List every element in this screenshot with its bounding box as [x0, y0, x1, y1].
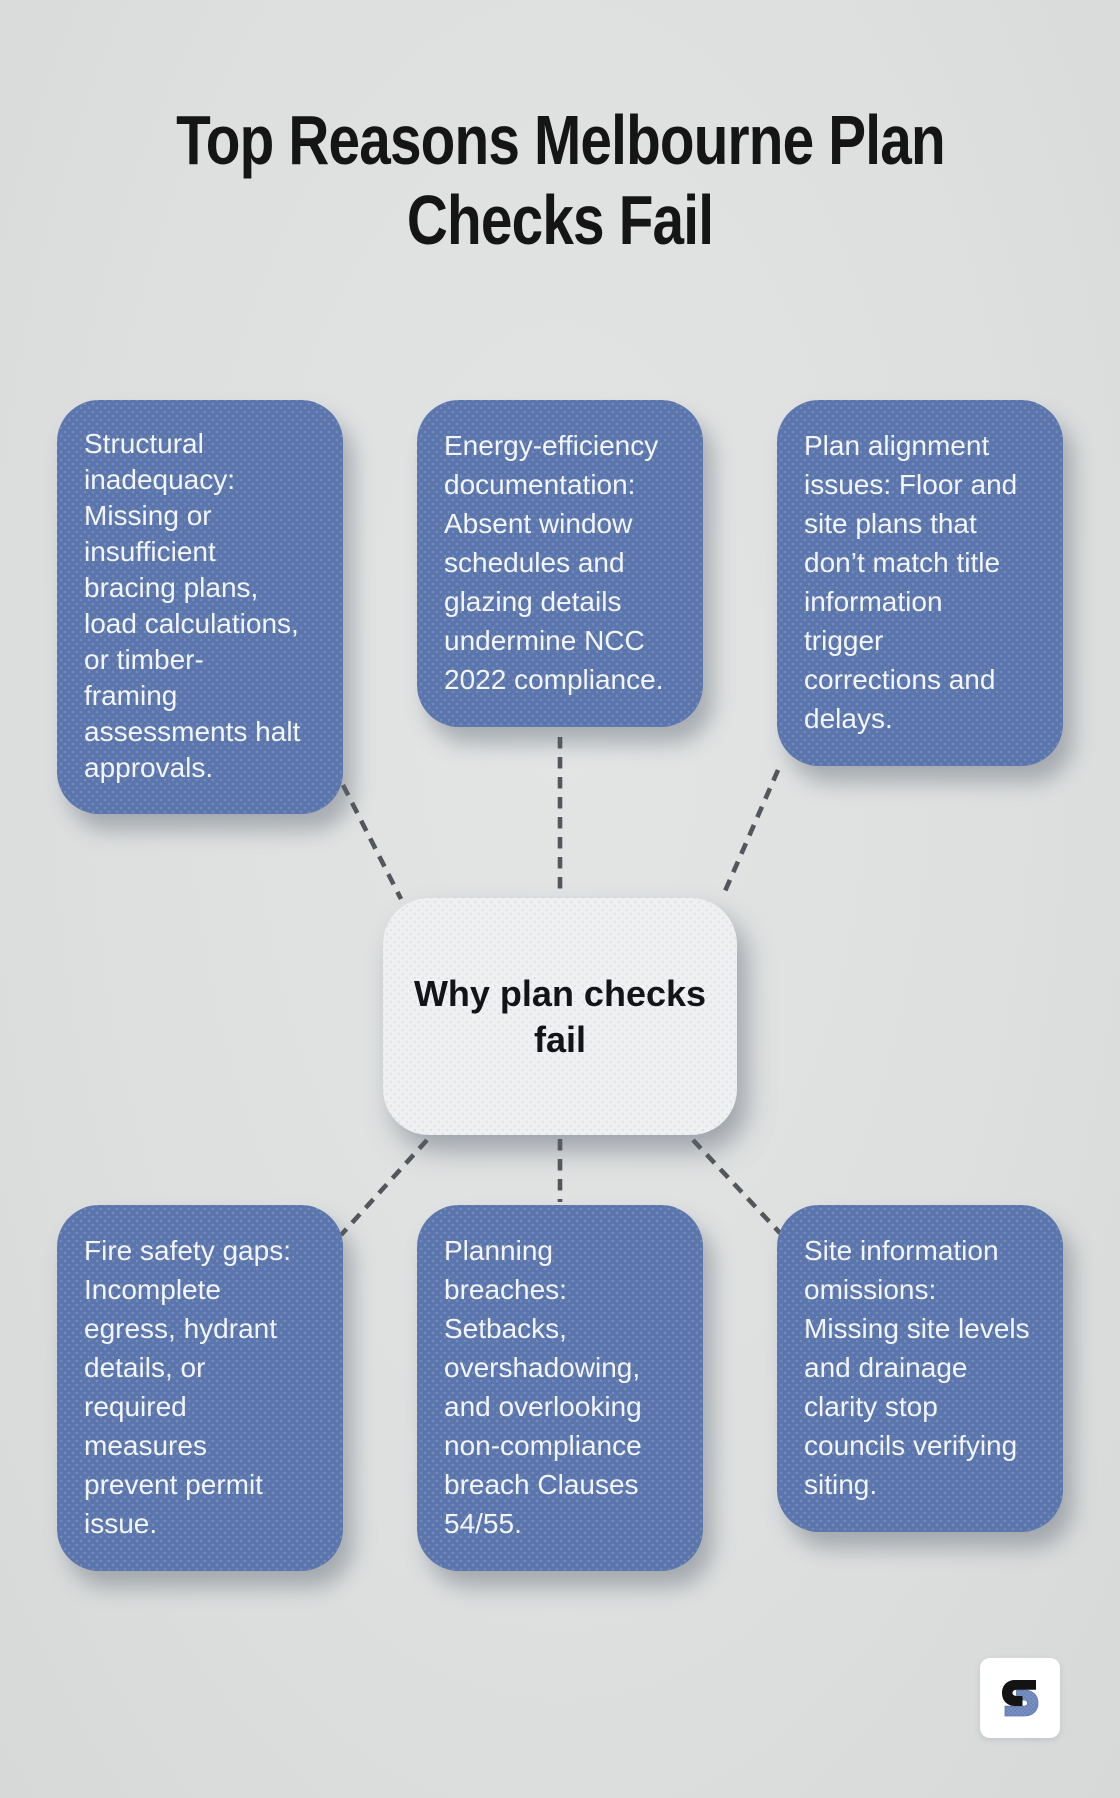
reason-box-structural: Structural inadequacy: Missing or insuff…: [57, 400, 343, 814]
connector-line-plan-alignment: [719, 769, 781, 899]
reason-box-site-information: Site information omissions: Missing site…: [777, 1205, 1063, 1532]
page-title-line-2: Checks Fail: [406, 181, 714, 259]
reason-text: Plan alignment issues: Floor and site pl…: [804, 430, 1018, 734]
reason-box-energy-efficiency: Energy-efficiency documentation: Absent …: [417, 400, 703, 727]
reason-text: Site information omissions: Missing site…: [804, 1235, 1030, 1500]
reason-text: Fire safety gaps: Incomplete egress, hyd…: [84, 1235, 291, 1539]
reason-box-fire-safety: Fire safety gaps: Incomplete egress, hyd…: [57, 1205, 343, 1571]
brand-logo-icon: [1002, 1680, 1039, 1717]
reason-text: Structural inadequacy: Missing or insuff…: [84, 428, 301, 783]
page-title-line-1: Top Reasons Melbourne Plan: [175, 101, 945, 179]
reason-box-planning-breaches: Planning breaches: Setbacks, overshadowi…: [417, 1205, 703, 1571]
page-title: Top Reasons Melbourne Plan Checks Fail: [0, 100, 1120, 260]
reason-text: Energy-efficiency documentation: Absent …: [444, 430, 664, 695]
reason-text: Planning breaches: Setbacks, overshadowi…: [444, 1235, 642, 1539]
connector-line-site-info: [691, 1138, 782, 1235]
connector-line-structural: [340, 783, 404, 901]
central-node-label: Why plan checks fail: [413, 972, 707, 1060]
brand-logo: [980, 1658, 1060, 1738]
central-node: Why plan checks fail: [383, 898, 737, 1135]
reason-box-plan-alignment: Plan alignment issues: Floor and site pl…: [777, 400, 1063, 766]
connector-line-fire-safety: [339, 1138, 429, 1237]
